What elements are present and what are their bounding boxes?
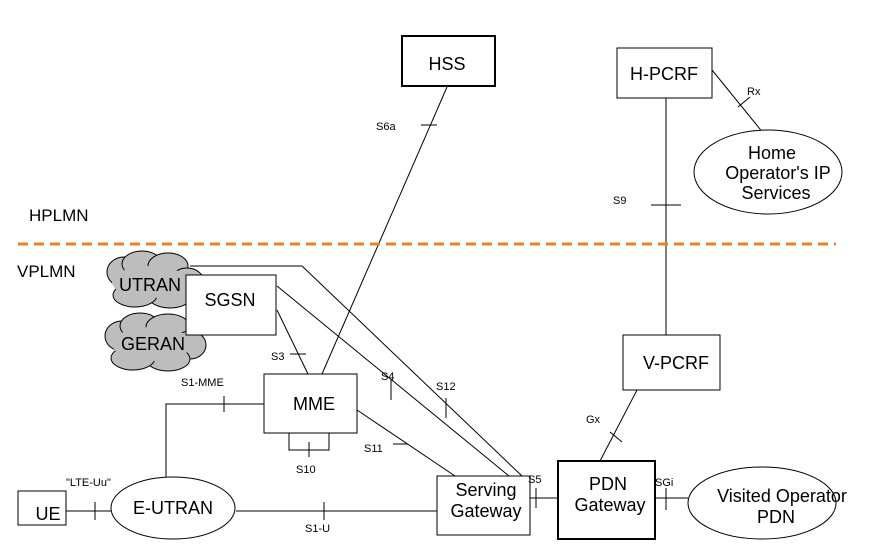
vpcrf-box	[622, 334, 721, 391]
sgi-label: SGi	[655, 477, 673, 489]
utran-label: UTRAN	[119, 275, 181, 295]
eutran-ellipse	[110, 476, 236, 540]
serving-gateway-box	[436, 475, 531, 536]
s4-link	[276, 285, 510, 477]
home-ip-services-line-3: Services	[741, 183, 810, 203]
hpcrf-box	[616, 47, 713, 99]
gx-tick	[609, 431, 623, 443]
visited-pdn-line-2: PDN	[757, 507, 795, 527]
gx-link	[599, 389, 638, 462]
visited-pdn-line-1: Visited Operator	[717, 486, 847, 506]
home-ip-services-line-2: Operator's IP	[725, 163, 830, 183]
s1-mme-link	[165, 403, 264, 477]
s5-label: S5	[528, 474, 541, 486]
visited-pdn-ellipse	[687, 466, 837, 540]
mme-box	[263, 373, 358, 434]
ue-label: UE	[35, 504, 60, 524]
s10-label: S10	[296, 464, 316, 476]
s9-label: S9	[613, 195, 626, 207]
hplmn-label: HPLMN	[29, 206, 89, 225]
gx-label: Gx	[586, 414, 601, 426]
pdn-gateway-line-1: PDN	[589, 474, 627, 494]
rx-label: Rx	[747, 86, 761, 98]
eutran-label: E-UTRAN	[133, 498, 213, 518]
hss-label: HSS	[428, 54, 465, 74]
s6a-link	[321, 86, 448, 375]
sgsn-box	[185, 274, 277, 336]
serving-gateway-line-2: Gateway	[450, 501, 521, 521]
mme-label: MME	[293, 394, 335, 414]
hss-box	[401, 35, 496, 87]
pdn-gateway-box	[557, 460, 656, 540]
s11-link	[356, 409, 456, 477]
serving-gateway-line-1: Serving	[455, 480, 516, 500]
home-ip-services-line-1: Home	[748, 143, 796, 163]
s1-u-label: S1-U	[305, 523, 330, 535]
ue-box	[17, 490, 67, 526]
pdn-gateway-line-2: Gateway	[574, 495, 645, 515]
utran-cloud	[106, 250, 205, 309]
geran-cloud	[104, 312, 207, 372]
s11-label: S11	[364, 443, 383, 455]
lte-uu-label: "LTE-Uu"	[66, 477, 111, 489]
s3-label: S3	[271, 351, 284, 363]
s3-link	[276, 309, 309, 375]
sgsn-label: SGSN	[204, 290, 255, 310]
rx-tick	[737, 96, 751, 108]
s1-mme-label: S1-MME	[181, 377, 224, 389]
s12-link	[190, 265, 523, 477]
vplmn-label: VPLMN	[17, 262, 76, 281]
geran-label: GERAN	[121, 334, 185, 354]
vpcrf-label: V-PCRF	[643, 353, 709, 373]
rx-link	[711, 69, 765, 135]
s4-label: S4	[381, 371, 394, 383]
home-ip-services-ellipse	[693, 129, 843, 215]
hpcrf-label: H-PCRF	[630, 64, 698, 84]
s6a-label: S6a	[376, 121, 396, 133]
s12-label: S12	[436, 381, 456, 393]
